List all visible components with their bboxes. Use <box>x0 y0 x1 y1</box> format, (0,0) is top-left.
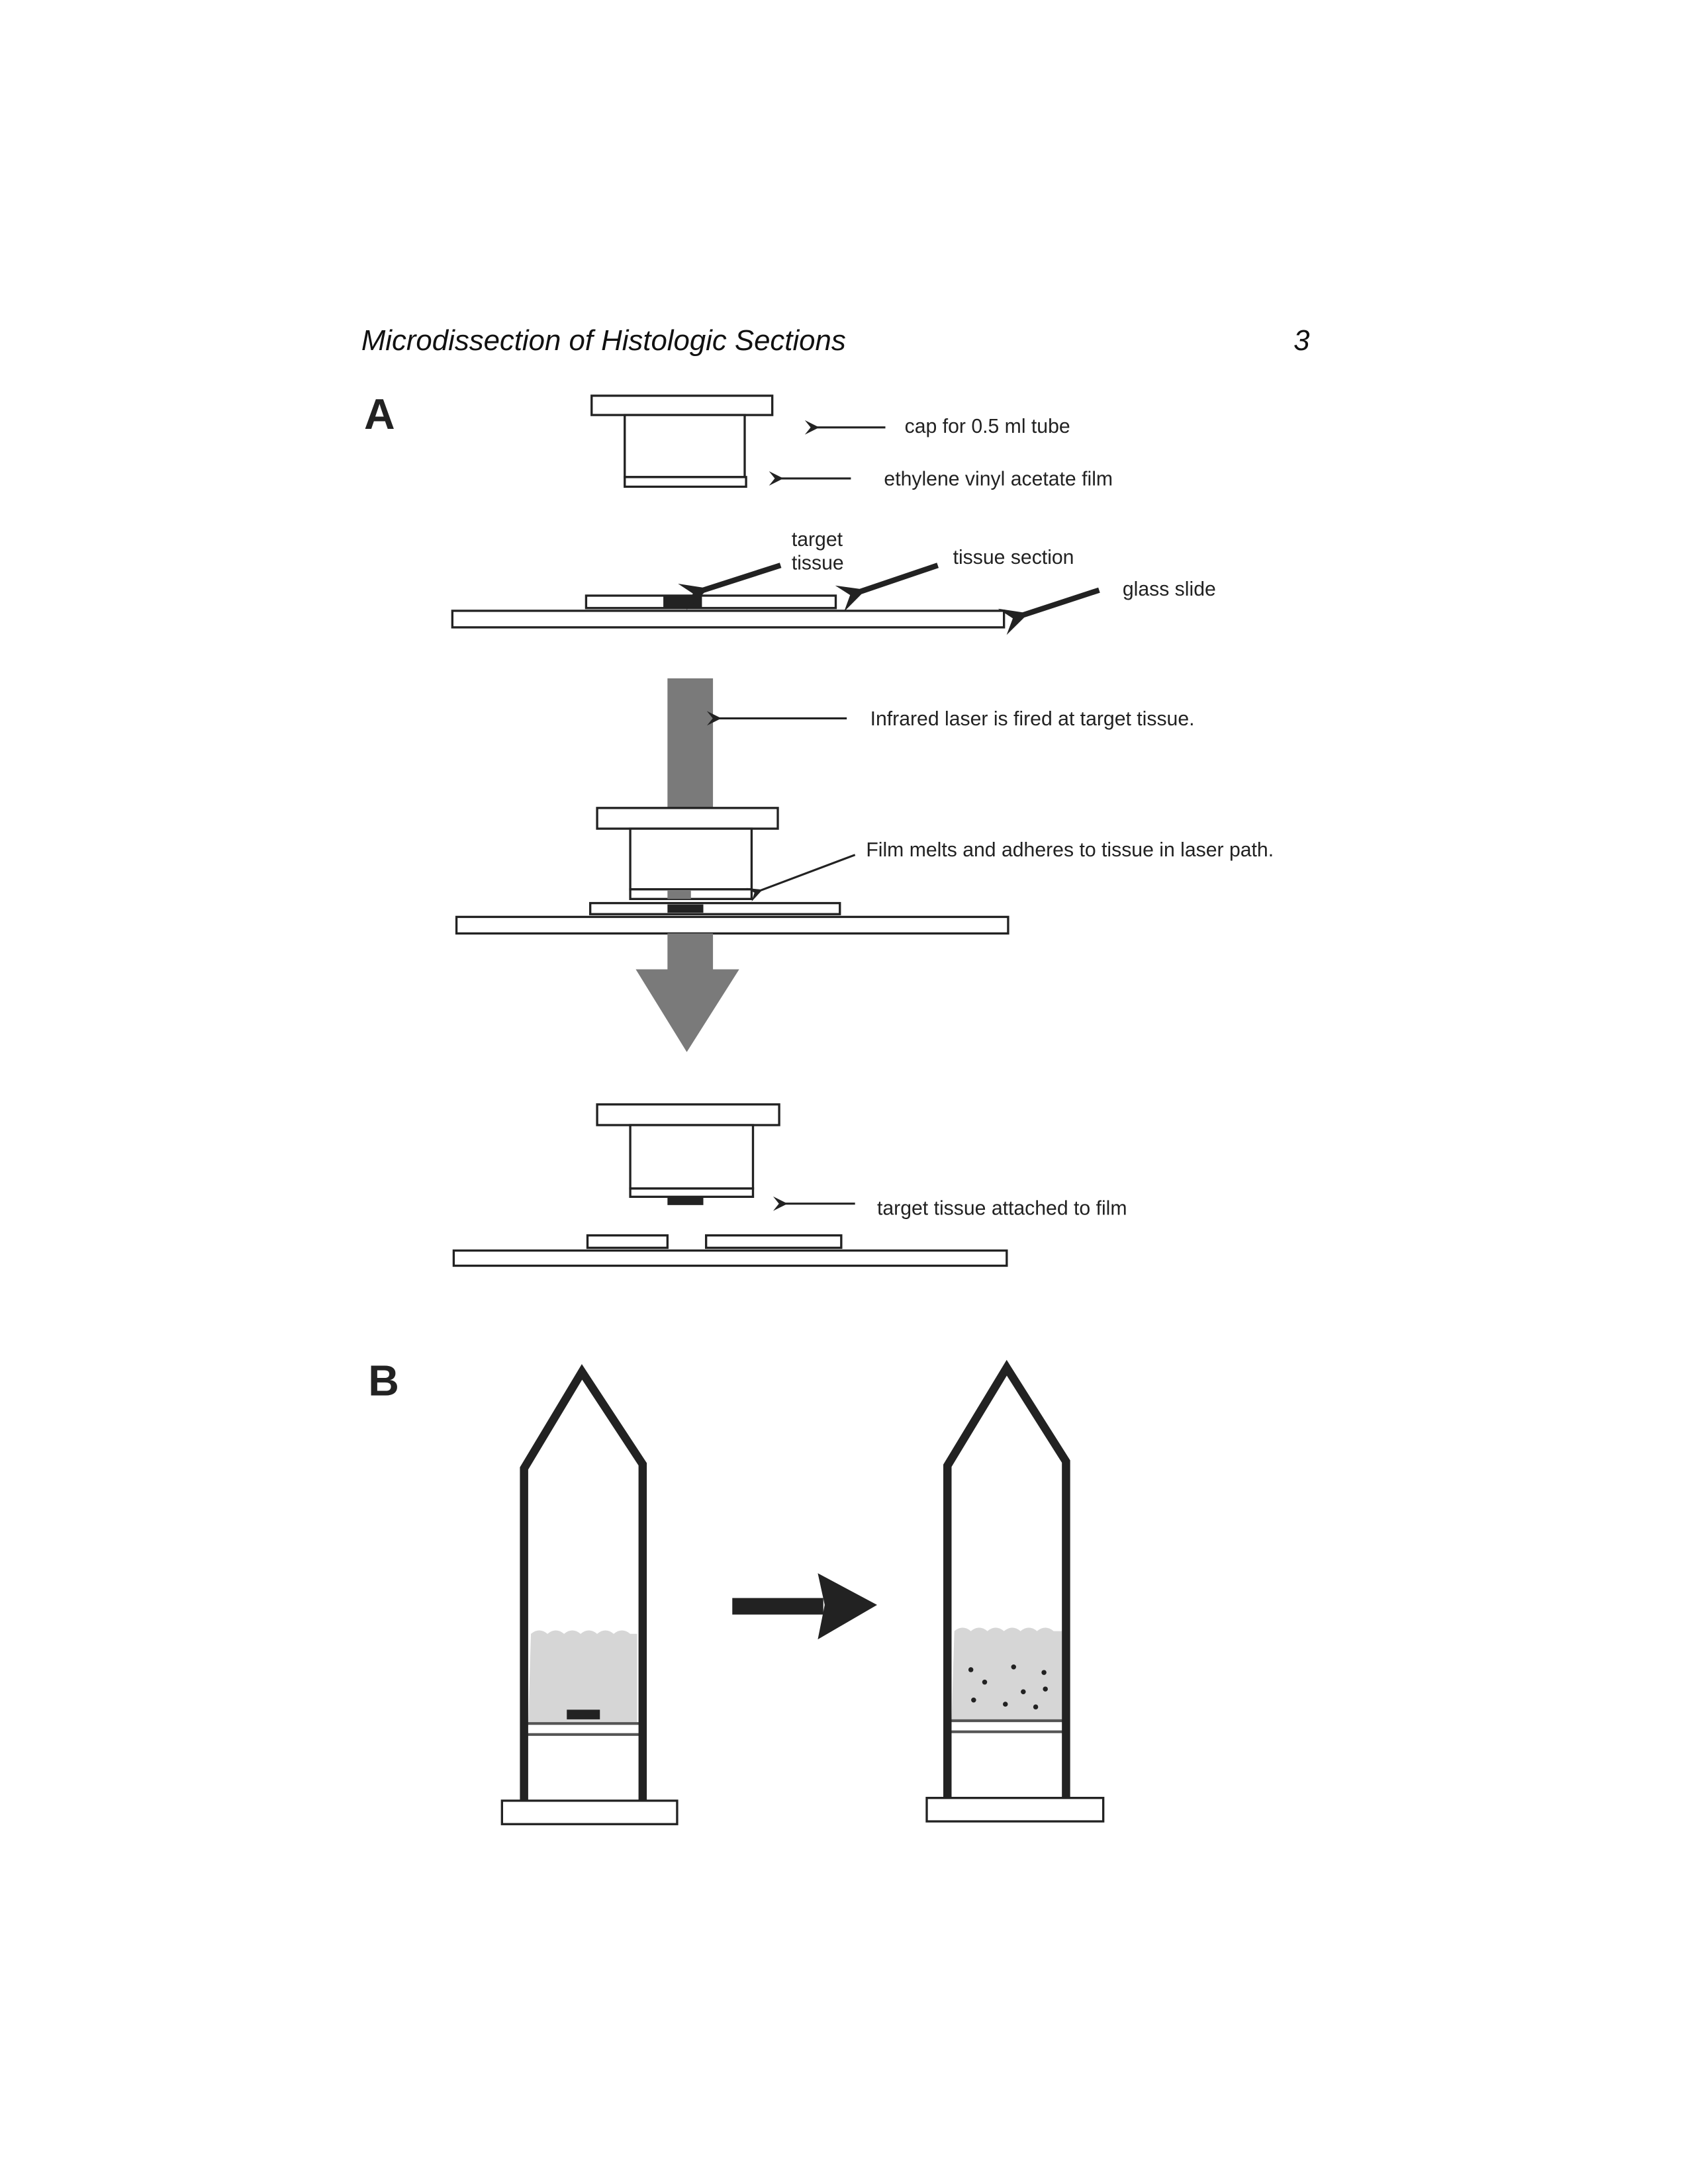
cap-diagram-1 <box>590 394 774 488</box>
down-arrow-icon <box>635 933 739 1052</box>
label-tissue-section: tissue section <box>953 547 1074 569</box>
tissue-particles <box>968 1664 1048 1709</box>
page-number: 3 <box>1293 324 1309 357</box>
panel-b-label: B <box>368 1357 399 1404</box>
laser-beam <box>667 678 714 808</box>
tube-before <box>500 1364 679 1825</box>
label-attached: target tissue attached to film <box>877 1197 1127 1219</box>
cap-diagram-2 <box>455 807 1009 935</box>
slide-pointer-arrow <box>998 587 1100 635</box>
tissue-section <box>585 594 837 610</box>
label-film-melts: Film melts and adheres to tissue in lase… <box>866 839 1274 861</box>
slide-diagram-1 <box>451 594 1006 629</box>
target-pointer-arrow <box>678 563 782 610</box>
tube-after <box>925 1359 1105 1823</box>
film-melt-pointer-arrow <box>746 854 856 902</box>
running-title: Microdissection of Histologic Sections <box>361 324 846 357</box>
liquid-with-dissolved-tissue <box>951 1627 1062 1721</box>
glass-slide <box>451 610 1006 629</box>
section-pointer-arrow <box>835 563 939 612</box>
label-glass-slide: glass slide <box>1123 578 1216 600</box>
eva-film <box>624 476 747 488</box>
liquid <box>528 1630 637 1724</box>
panel-a-label: A <box>364 390 395 438</box>
label-target-2: tissue <box>792 552 844 574</box>
label-cap: cap for 0.5 ml tube <box>905 416 1070 437</box>
cap-body <box>624 414 746 478</box>
cap-diagram-3 <box>452 1103 1008 1267</box>
label-target-1: target <box>792 529 843 551</box>
label-laser: Infrared laser is fired at target tissue… <box>870 708 1195 730</box>
right-arrow-icon <box>732 1573 877 1640</box>
label-film: ethylene vinyl acetate film <box>884 468 1113 490</box>
tissue-fragment <box>567 1709 600 1719</box>
target-tissue <box>663 596 702 608</box>
cap-top <box>590 394 774 416</box>
